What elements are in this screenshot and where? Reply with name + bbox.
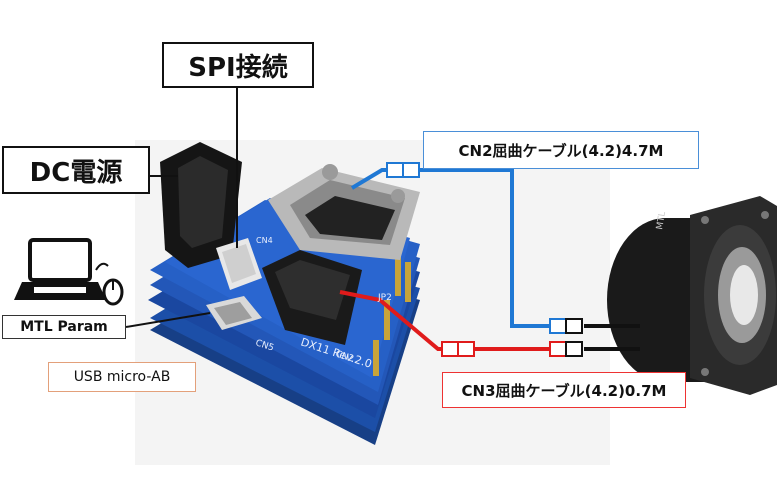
cn2-cable-connector-right [549, 318, 583, 334]
cn3-cable-line [339, 290, 552, 351]
mtl-param-label: MTL Param [2, 315, 126, 339]
cn2-cable-label: CN2屈曲ケーブル(4.2)4.7M [423, 131, 699, 169]
usb-micro-ab-label: USB micro-AB [48, 362, 196, 392]
cn2-cable-connector-left [386, 162, 420, 178]
mtl-callout-line [125, 312, 211, 328]
cn3-cable-label: CN3屈曲ケーブル(4.2)0.7M [442, 372, 686, 408]
usb-connector [206, 296, 262, 330]
cn3-cable-connector-left [441, 341, 475, 357]
dc-connector [160, 142, 242, 268]
board-cn4-text: CN4 [256, 236, 273, 245]
cn3-connector [262, 250, 362, 345]
laptop-icon [14, 238, 106, 300]
spi-connection-label: SPI接続 [162, 42, 314, 88]
spi-connector [216, 238, 262, 290]
mouse-icon [95, 262, 124, 306]
motor [607, 196, 777, 395]
motor-brand-text: MTL [655, 211, 668, 231]
dc-power-label: DC電源 [2, 146, 150, 194]
cn3-cable-connector-right [549, 341, 583, 357]
board-jp2-text: JP2 [377, 293, 392, 303]
cn2-connector [268, 164, 420, 260]
cn2-cable-line [350, 168, 552, 328]
